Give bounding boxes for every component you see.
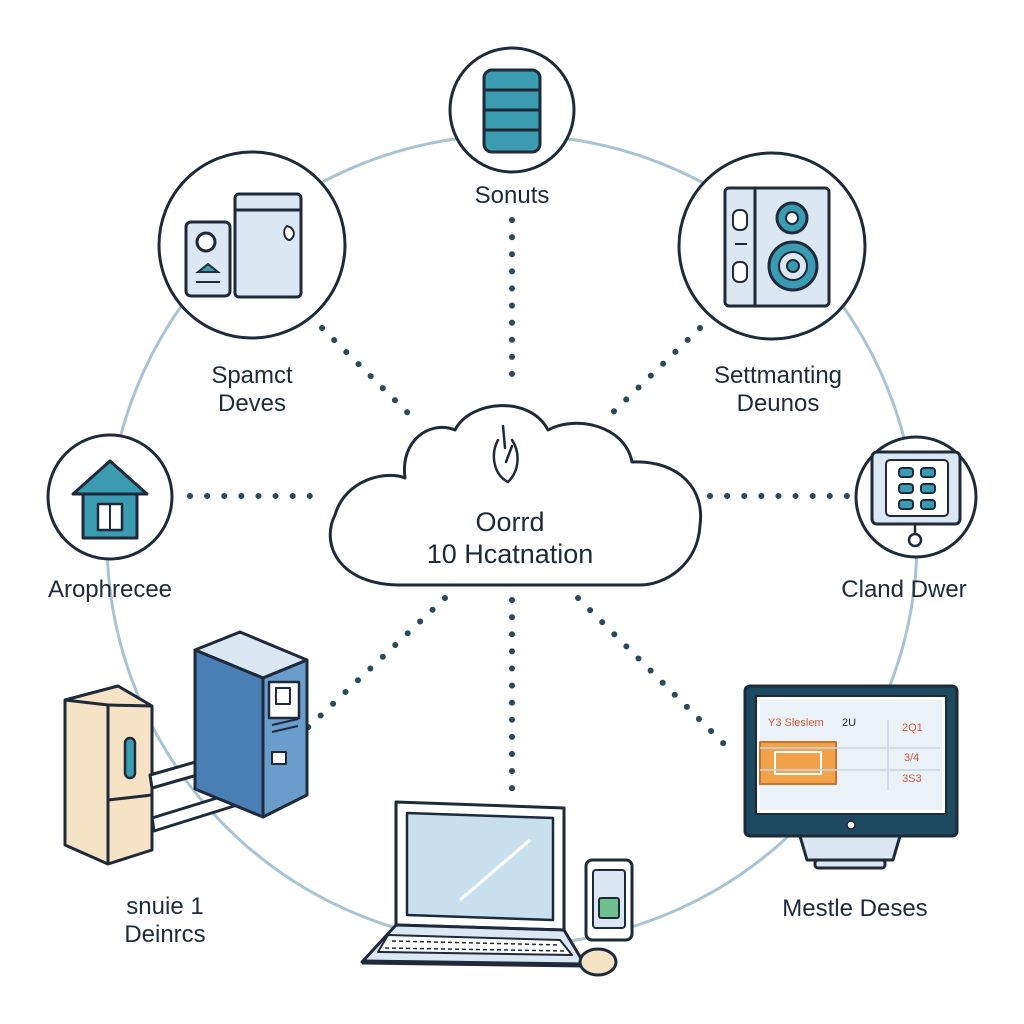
label-left-text: Arophrecee (47, 576, 173, 603)
center-label-line1: Oorrd (475, 507, 545, 537)
label-top-left-line1: Spamct (211, 362, 293, 389)
connectors (187, 217, 851, 793)
label-top-left: Spamct Deves (172, 362, 332, 418)
node-bottom-right: Y3 Sleslem 2U 2Q1 3/4 3S3 (743, 684, 959, 870)
label-top-left-line2: Deves (217, 390, 287, 417)
screen-cell-2u: 2U (842, 717, 856, 729)
laptop-icon (360, 800, 587, 968)
server-icon (482, 68, 542, 154)
node-top-left (157, 150, 347, 340)
center-label: Oorrd 10 Hcatnation (360, 506, 660, 570)
label-top-right-line1: Settmanting (713, 362, 843, 389)
house-icon (71, 459, 149, 540)
label-left: Arophrecee (20, 576, 200, 604)
node-top (448, 46, 576, 174)
label-top: Sonuts (432, 182, 592, 210)
keyboard-icon (384, 940, 567, 952)
screen-title: Y3 Sleslem (768, 717, 824, 729)
label-bottom-right: Mestle Deses (760, 895, 950, 923)
plug-icon (492, 424, 519, 484)
label-top-right: Settmanting Deunos (688, 362, 868, 418)
label-bottom-left-line1: snuie 1 (126, 893, 204, 920)
label-bottom-left: snuie 1 Deinrcs (90, 893, 240, 949)
control-panel-icon (870, 450, 962, 548)
node-right (854, 435, 978, 559)
speaker-device-icon (723, 186, 831, 308)
fridge-icon (63, 684, 154, 866)
connector-bottom-right (575, 595, 731, 751)
label-top-text: Sonuts (474, 182, 550, 209)
monitor-icon (743, 684, 959, 870)
label-bottom-left-line2: Deinrcs (124, 921, 206, 948)
node-bottom-left (63, 630, 309, 866)
center-label-line2: 10 Hcatnation (426, 539, 594, 569)
connector-top-left (319, 325, 418, 423)
connector-top-right (602, 325, 703, 423)
node-bottom (360, 800, 634, 977)
phone-icon (584, 858, 634, 942)
node-top-right (677, 151, 867, 341)
mouse-icon (578, 947, 618, 977)
smart-devices-icon (184, 192, 303, 299)
label-right: Cland Dwer (824, 576, 984, 604)
label-top-right-line2: Deunos (736, 390, 820, 417)
cloud-shape (328, 404, 703, 587)
node-left (46, 433, 174, 561)
screen-cell-2q1: 2Q1 (902, 722, 923, 734)
label-right-text: Cland Dwer (841, 576, 967, 603)
screen-cell-3s3: 3S3 (902, 773, 922, 785)
server-tower-icon (193, 630, 309, 819)
label-bottom-right-text: Mestle Deses (782, 895, 928, 922)
connector-bottom-left (297, 595, 448, 738)
screen-cell-34: 3/4 (904, 752, 919, 764)
